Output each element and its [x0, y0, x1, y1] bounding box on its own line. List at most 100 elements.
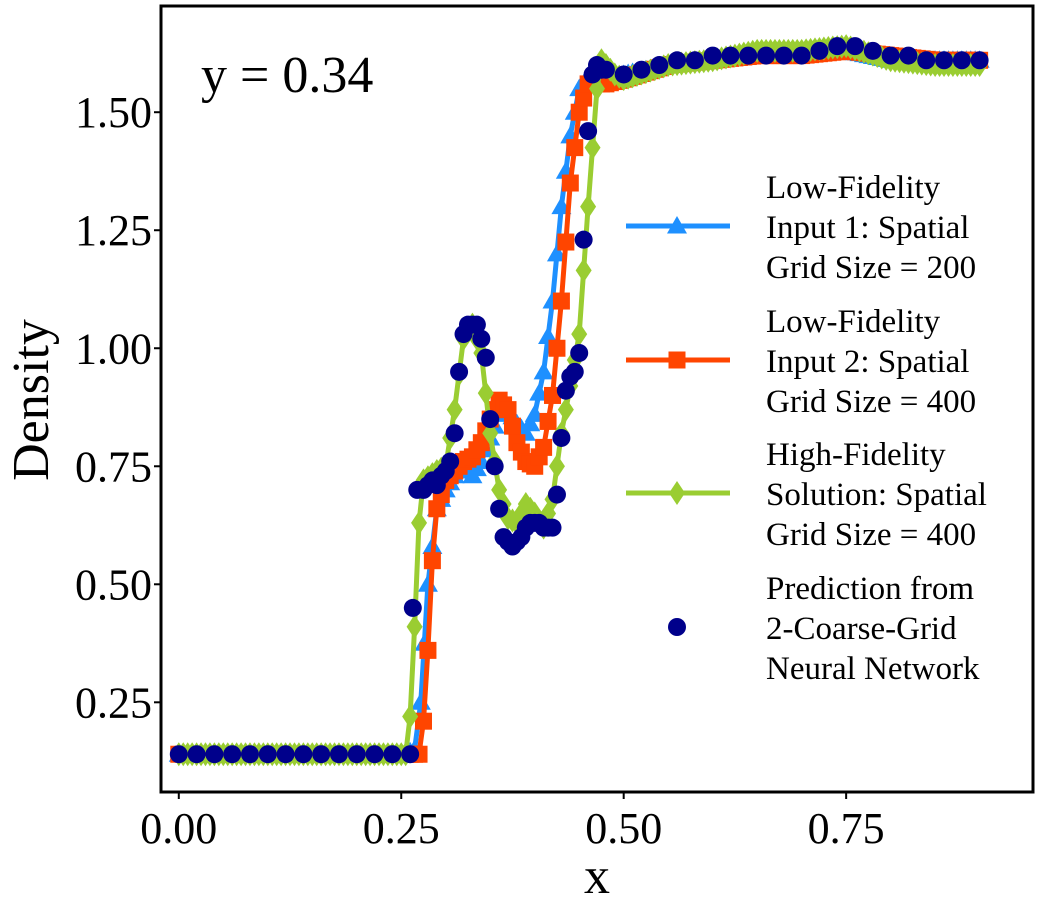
legend-label: Input 1: Spatial	[766, 210, 969, 246]
data-point	[240, 745, 259, 764]
data-point	[403, 598, 422, 617]
y-tick-label: 1.00	[75, 324, 152, 373]
data-point	[258, 745, 277, 764]
data-point	[917, 51, 936, 70]
data-point	[347, 745, 366, 764]
data-point	[499, 401, 517, 419]
data-point	[411, 510, 428, 535]
data-point	[476, 348, 495, 367]
data-point	[557, 397, 574, 422]
data-point	[863, 41, 882, 60]
data-point	[792, 46, 811, 65]
data-point	[223, 745, 242, 764]
data-point	[565, 362, 584, 381]
legend-label: Low-Fidelity	[766, 304, 941, 340]
data-point	[543, 518, 562, 537]
data-point	[446, 397, 463, 422]
data-point	[548, 454, 565, 479]
data-point	[419, 641, 437, 659]
legend-marker	[667, 216, 687, 234]
data-point	[757, 46, 776, 65]
y-tick-label: 1.50	[75, 88, 152, 137]
legend-label: High-Fidelity	[766, 437, 946, 473]
data-point	[503, 417, 521, 435]
data-point	[365, 745, 384, 764]
data-point	[539, 412, 557, 430]
data-point	[899, 46, 918, 65]
data-point	[810, 41, 829, 60]
data-point	[544, 386, 562, 404]
data-point	[846, 37, 865, 56]
data-point	[739, 46, 758, 65]
x-tick-label: 0.75	[808, 804, 885, 853]
data-point	[401, 745, 420, 764]
data-point	[169, 745, 188, 764]
data-point	[632, 60, 651, 79]
data-point	[294, 745, 313, 764]
data-point	[445, 424, 464, 443]
data-point	[485, 457, 504, 476]
data-point	[467, 315, 486, 334]
legend-label: Grid Size = 400	[766, 517, 976, 553]
series-layer	[168, 34, 990, 767]
data-point	[450, 362, 469, 381]
y-tick-label: 0.25	[75, 678, 152, 727]
data-point	[881, 46, 900, 65]
data-point	[557, 233, 575, 251]
data-point	[828, 37, 847, 56]
data-point	[596, 60, 615, 79]
y-axis-label: Density	[3, 319, 60, 481]
x-tick-label: 0.50	[585, 804, 662, 853]
legend-label: Grid Size = 400	[766, 384, 976, 420]
data-point	[538, 326, 559, 344]
data-point	[668, 51, 687, 70]
y-tick-label: 1.25	[75, 206, 152, 255]
data-point	[441, 452, 460, 471]
data-point	[402, 704, 419, 729]
data-point	[276, 745, 295, 764]
y-tick-label: 0.50	[75, 560, 152, 609]
data-point	[482, 421, 499, 446]
data-point	[329, 745, 348, 764]
data-point	[935, 51, 954, 70]
data-point	[570, 103, 588, 121]
plot-frame	[159, 4, 1035, 794]
data-point	[414, 712, 432, 730]
data-point	[575, 89, 593, 107]
data-point	[423, 552, 441, 570]
data-point	[520, 413, 541, 432]
x-tick-label: 0.00	[140, 804, 217, 853]
data-point	[477, 381, 494, 406]
legend-label: Solution: Spatial	[766, 477, 987, 513]
legend-label: Grid Size = 200	[766, 250, 976, 286]
data-point	[417, 574, 438, 592]
data-point	[575, 258, 592, 283]
data-point	[556, 381, 575, 400]
legend-marker	[668, 351, 686, 369]
data-point	[410, 692, 431, 710]
y-tick-label: 0.75	[75, 442, 152, 491]
annotation-text: y = 0.34	[201, 47, 373, 104]
data-point	[547, 485, 566, 504]
data-point	[312, 745, 331, 764]
data-point	[428, 500, 446, 518]
data-point	[406, 614, 423, 639]
data-point	[685, 51, 704, 70]
x-axis-label: x	[584, 848, 610, 905]
legend-label: Prediction from	[766, 571, 974, 607]
data-point	[721, 46, 740, 65]
data-point	[552, 292, 570, 310]
legend-label: 2-Coarse-Grid	[766, 611, 957, 647]
data-point	[774, 46, 793, 65]
data-point	[579, 122, 598, 141]
data-point	[533, 361, 554, 380]
data-point	[561, 174, 579, 192]
series-circle	[169, 37, 989, 764]
data-point	[548, 339, 566, 357]
